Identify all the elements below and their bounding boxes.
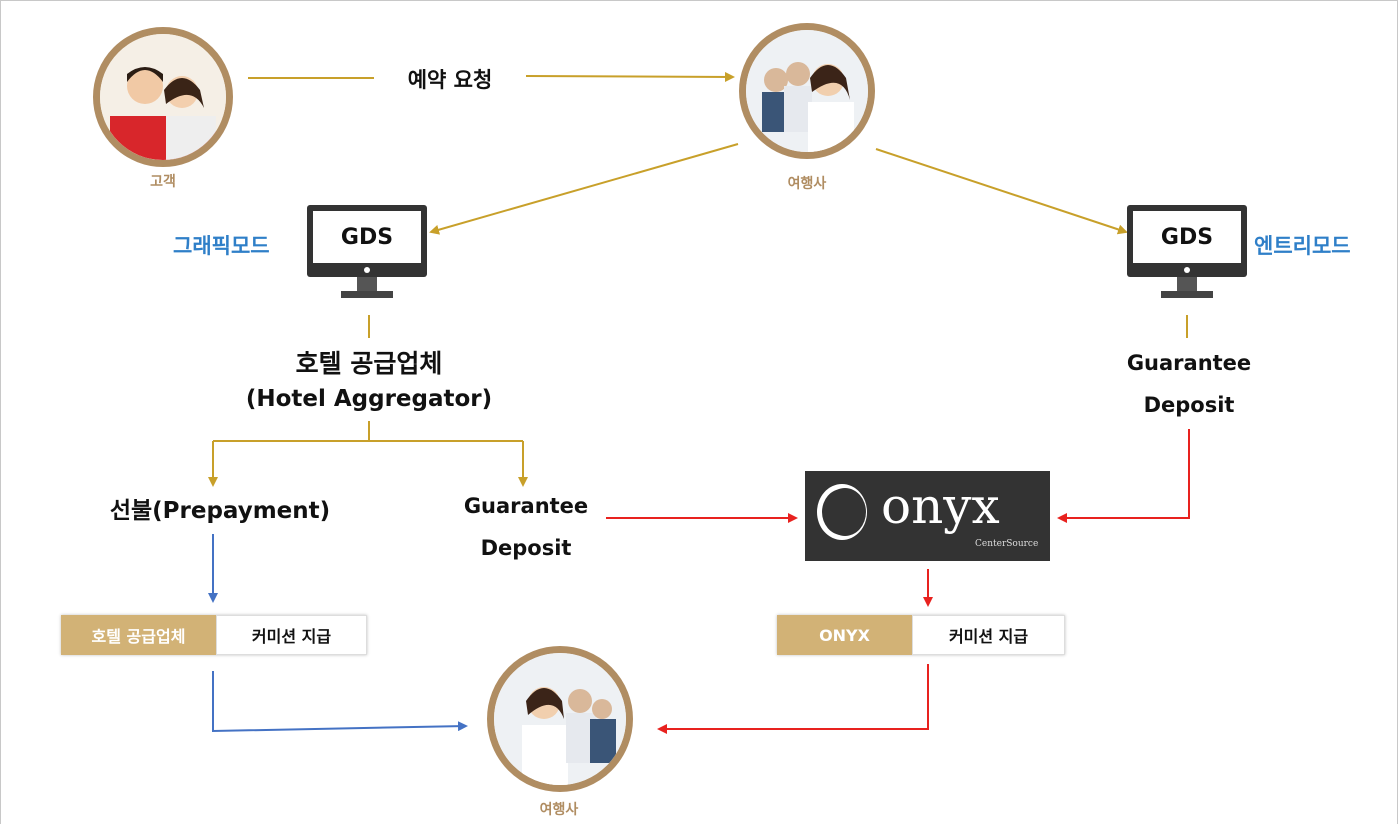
arrow-supplier-badge-to-agency <box>212 671 468 733</box>
supplier-badge-brand: 호텔 공급업체 <box>61 615 216 655</box>
onyx-commission-badge: ONYX 커미션 지급 <box>777 615 1065 655</box>
arrow-onyx-badge-to-agency <box>657 664 929 734</box>
customer-caption: 고객 <box>150 174 176 190</box>
booking-request-label: 예약 요청 <box>407 68 493 92</box>
prepayment-label: 선불(Prepayment) <box>109 498 331 524</box>
supplier-commission-badge: 호텔 공급업체 커미션 지급 <box>61 615 367 655</box>
agency-bottom-caption: 여행사 <box>539 802 579 818</box>
entry-mode-label: 엔트리모드 <box>1254 234 1351 258</box>
onyx-wordmark: onyx <box>881 477 1000 535</box>
arrow-agency-to-gds-right <box>875 148 1128 235</box>
graphic-mode-label: 그래픽모드 <box>173 234 270 258</box>
onyx-badge-brand: ONYX <box>777 615 913 655</box>
supplier-badge-action: 커미션 지급 <box>215 615 367 655</box>
onyx-logo: onyx CenterSource <box>805 471 1050 561</box>
hotel-aggregator-subtitle: (Hotel Aggregator) <box>245 386 493 412</box>
gds-left-screen-text: GDS <box>313 211 421 263</box>
gds-right-monitor: GDS <box>1127 205 1247 301</box>
gds-right-screen-text: GDS <box>1133 211 1241 263</box>
guarantee-right-line1: Guarantee <box>1126 351 1252 375</box>
agency-bottom-photo <box>487 646 633 792</box>
arrow-request-right <box>525 71 735 82</box>
customer-photo <box>93 27 233 167</box>
agency-top-photo <box>739 23 875 159</box>
arrow-guarantee-right-to-onyx <box>1057 429 1190 523</box>
agency-top-caption: 여행사 <box>787 176 827 192</box>
guarantee-left-line1: Guarantee <box>463 494 589 518</box>
agency-operators-icon <box>746 30 868 152</box>
onyx-sub-wordmark: CenterSource <box>975 539 1039 549</box>
guarantee-left-line2: Deposit <box>480 536 572 560</box>
onyx-badge-action: 커미션 지급 <box>912 615 1065 655</box>
guarantee-right-line2: Deposit <box>1143 393 1235 417</box>
agency-operators-icon <box>494 653 626 785</box>
arrow-agency-to-gds-left <box>429 143 739 235</box>
customer-couple-icon <box>100 34 226 160</box>
hotel-supplier-title: 호텔 공급업체 <box>295 349 443 378</box>
gds-left-monitor: GDS <box>307 205 427 301</box>
